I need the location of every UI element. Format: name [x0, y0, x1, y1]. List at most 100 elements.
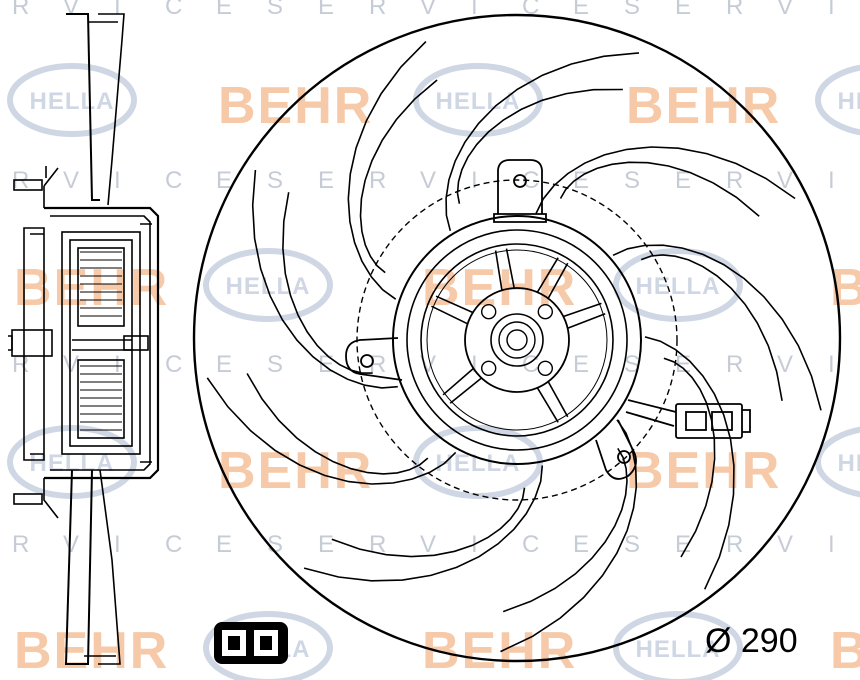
- hub-spoke: [442, 367, 475, 396]
- service-watermark-letter: I: [828, 167, 835, 194]
- service-watermark-letter: S: [624, 0, 640, 20]
- hub: [464, 287, 570, 393]
- service-watermark-letter: V: [63, 0, 79, 20]
- service-watermark-letter: S: [267, 0, 283, 20]
- service-watermark-letter: R: [12, 0, 29, 20]
- power-connector: [625, 399, 751, 439]
- service-watermark-letter: E: [318, 531, 334, 558]
- hub-bolt-hole: [537, 304, 553, 320]
- hella-watermark: HELLA: [413, 425, 543, 499]
- behr-watermark: BEHR: [218, 77, 373, 135]
- fan-blade-edge: [206, 377, 457, 485]
- service-watermark-letter: E: [573, 531, 589, 558]
- fan-blade-edge: [303, 465, 544, 582]
- hub-spoke: [449, 377, 483, 404]
- hub-spoke: [567, 313, 606, 329]
- service-watermark-letter: R: [369, 167, 386, 194]
- service-watermark-letter: C: [522, 531, 539, 558]
- behr-watermark: BEHR: [626, 77, 781, 135]
- fan-blade-trailing-edge: [331, 487, 526, 558]
- service-watermark-letter: R: [726, 351, 743, 378]
- service-watermark-letter: R: [726, 531, 743, 558]
- service-watermark-letter: E: [216, 351, 232, 378]
- service-watermark-letter: C: [165, 531, 182, 558]
- behr-watermark: BEHR: [626, 442, 781, 500]
- hub-bolt-hole: [537, 360, 553, 376]
- service-watermark-letter: I: [471, 351, 478, 378]
- service-watermark-letter: E: [573, 351, 589, 378]
- hub-bolt-hole: [481, 360, 497, 376]
- service-watermark-letter: E: [216, 0, 232, 20]
- service-watermark-letter: E: [318, 0, 334, 20]
- svg-text:HELLA: HELLA: [30, 88, 115, 115]
- fan-blade-trailing-edge: [246, 373, 429, 475]
- hella-watermark: HELLA: [613, 611, 743, 680]
- behr-watermark: BEHR: [830, 622, 860, 680]
- fan-outer-circle: [192, 13, 842, 663]
- service-watermark-letter: V: [777, 351, 793, 378]
- service-watermark-letter: R: [12, 351, 29, 378]
- fan-blade-trailing-edge: [502, 448, 628, 613]
- service-watermark-letter: R: [369, 351, 386, 378]
- service-watermark-letter: S: [624, 167, 640, 194]
- connector-icon: [214, 622, 288, 664]
- hub-spoke: [547, 381, 569, 418]
- service-watermark-letter: I: [114, 531, 121, 558]
- hub-spoke: [435, 295, 474, 314]
- service-watermark-letter: E: [573, 0, 589, 20]
- service-watermark-letter: S: [267, 351, 283, 378]
- hella-watermark: HELLA: [7, 63, 137, 137]
- hub-spoke: [536, 387, 559, 423]
- service-watermark-letter: I: [114, 0, 121, 20]
- behr-watermark: BEHR: [422, 622, 577, 680]
- svg-text:HELLA: HELLA: [636, 273, 721, 300]
- fan-blade-edge: [445, 52, 640, 231]
- fan-blade-edge: [535, 146, 796, 214]
- fan-blade-edge: [644, 336, 735, 590]
- svg-text:HELLA: HELLA: [838, 450, 860, 477]
- service-watermark-letter: C: [522, 0, 539, 20]
- fan-blade-edge: [612, 244, 822, 411]
- fan-blade-trailing-edge: [359, 79, 438, 274]
- service-watermark-letter: V: [63, 531, 79, 558]
- hub-spoke: [563, 302, 602, 318]
- mount-lug-top: [493, 159, 547, 223]
- service-watermark-letter: E: [216, 167, 232, 194]
- behr-watermark: BEHR: [218, 442, 373, 500]
- service-watermark-letter: E: [675, 167, 691, 194]
- service-watermark-letter: C: [165, 351, 182, 378]
- service-watermark-letter: V: [63, 167, 79, 194]
- service-watermark-letter: C: [165, 167, 182, 194]
- service-watermark-letter: E: [318, 167, 334, 194]
- hub-spoke: [431, 305, 468, 325]
- service-watermark-letter: V: [420, 0, 436, 20]
- mount-lug-left: [345, 337, 403, 381]
- hella-watermark: HELLA: [613, 248, 743, 322]
- service-watermark-letter: R: [726, 0, 743, 20]
- motor-housing-ring: [392, 215, 642, 465]
- hella-watermark: HELLA: [413, 63, 543, 137]
- service-watermark-letter: R: [12, 531, 29, 558]
- diameter-label: Ø 290: [705, 622, 798, 660]
- hella-watermark: HELLA: [203, 248, 333, 322]
- fan-front-view: [192, 13, 842, 663]
- hella-watermark: HELLA: [815, 426, 860, 498]
- behr-watermark: BEHR: [14, 259, 169, 317]
- fan-blade-edge: [347, 41, 427, 300]
- service-watermark-letter: V: [777, 0, 793, 20]
- hub-spoke: [536, 257, 559, 293]
- service-watermark-letter: V: [777, 167, 793, 194]
- service-watermark-letter: I: [471, 167, 478, 194]
- fan-blade-trailing-edge: [640, 254, 783, 401]
- service-watermark-letter: I: [828, 531, 835, 558]
- service-watermark-letter: S: [267, 531, 283, 558]
- svg-text:HELLA: HELLA: [636, 636, 721, 663]
- service-watermark-letter: V: [420, 167, 436, 194]
- hub-bolt-hole: [481, 304, 497, 320]
- service-watermark-letter: E: [216, 531, 232, 558]
- service-watermark-letter: E: [675, 0, 691, 20]
- hub-spoke: [505, 248, 515, 289]
- service-watermark-letter: V: [777, 531, 793, 558]
- svg-text:HELLA: HELLA: [436, 88, 521, 115]
